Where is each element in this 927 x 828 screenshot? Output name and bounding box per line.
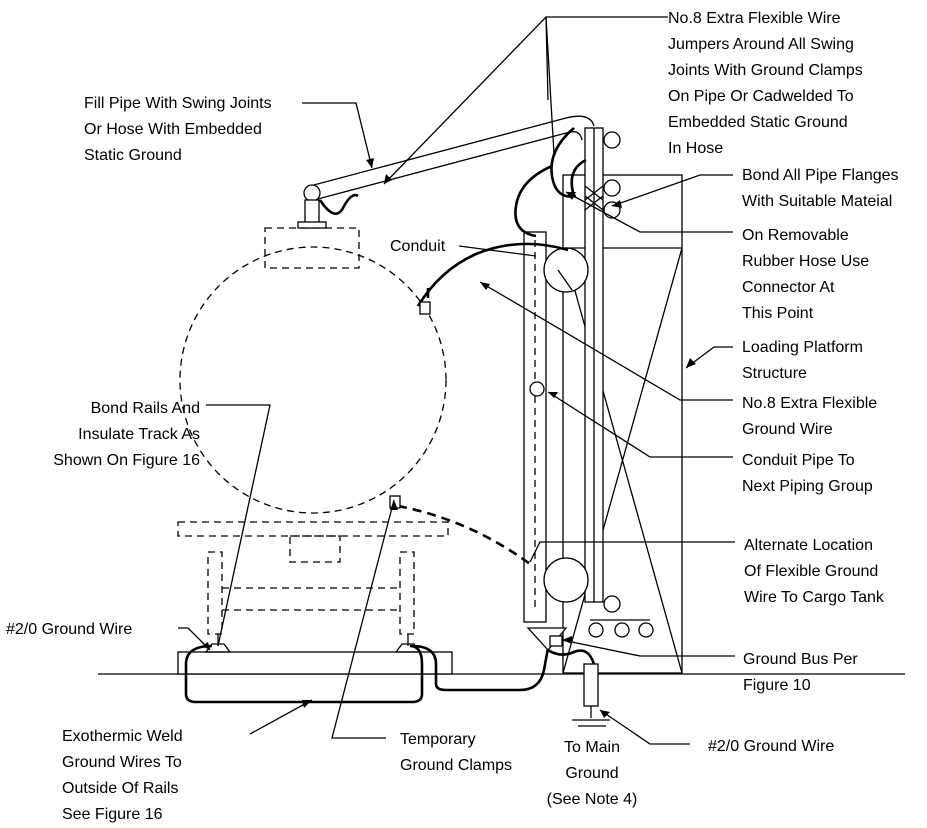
label-ground-bus: Ground Bus Per Figure 10 (743, 647, 858, 699)
label-line: Bond Rails And (90, 400, 200, 417)
label-line: Joints With Ground Clamps (668, 62, 863, 79)
label-line: Exothermic Weld (62, 728, 183, 745)
label-line: Or Hose With Embedded (84, 121, 262, 138)
label-line: Loading Platform (742, 339, 863, 356)
label-line: Ground Wire (742, 421, 833, 438)
label-line: On Removable (742, 227, 849, 244)
fill-pipe (297, 115, 654, 638)
label-fill-pipe: Fill Pipe With Swing Joints Or Hose With… (84, 91, 272, 169)
label-line: Jumpers Around All Swing (668, 36, 854, 53)
alternate-flexible-wire (389, 495, 531, 566)
label-temporary-clamps: Temporary Ground Clamps (400, 727, 512, 779)
label-line: Figure 10 (743, 677, 811, 694)
label-line: Temporary (400, 731, 476, 748)
label-line: Bond All Pipe Flanges (742, 167, 899, 184)
ground-surface (98, 651, 905, 675)
label-line: No.8 Extra Flexible Wire (668, 10, 841, 27)
label-conduit: Conduit (390, 234, 445, 260)
label-line: With Suitable Mateial (742, 193, 893, 210)
label-line: Insulate Track As (78, 426, 200, 443)
label-line: In Hose (668, 140, 724, 157)
label-line: On Pipe Or Cadwelded To (668, 88, 854, 105)
label-line: Next Piping Group (742, 478, 873, 495)
label-line: Ground Clamps (400, 757, 513, 774)
label-loading-platform: Loading Platform Structure (742, 335, 863, 387)
label-line: Embedded Static Ground (668, 114, 848, 131)
cargo-tank (177, 227, 449, 563)
label-line: Ground (565, 765, 619, 782)
loading-platform (562, 174, 683, 674)
label-line: Connector At (742, 279, 835, 296)
rail-car-truck (204, 551, 422, 653)
label-line: Conduit Pipe To (742, 452, 855, 469)
label-line: #2/0 Ground Wire (708, 738, 835, 755)
label-line: Wire To Cargo Tank (744, 589, 884, 606)
label-line: To Main (563, 739, 621, 756)
label-exothermic-weld: Exothermic Weld Ground Wires To Outside … (62, 724, 183, 828)
label-bond-flanges: Bond All Pipe Flanges With Suitable Mate… (742, 163, 899, 215)
label-line: Of Flexible Ground (744, 563, 879, 580)
label-line: (See Note 4) (546, 791, 638, 808)
label-line: Static Ground (84, 147, 182, 164)
label-line: Ground Wires To (62, 754, 182, 771)
label-flexible-wire: No.8 Extra Flexible Ground Wire (742, 391, 877, 443)
ground-bus-assembly (526, 627, 599, 718)
label-main-ground: To Main Ground (See Note 4) (532, 735, 652, 813)
vertical-conduit-pipe (523, 231, 547, 623)
jumper-wires (318, 127, 587, 238)
label-bond-rails: Bond Rails And Insulate Track As Shown O… (18, 396, 200, 474)
label-line: Rubber Hose Use (742, 253, 870, 270)
label-ground-wire-left: #2/0 Ground Wire (6, 617, 132, 643)
label-line: Alternate Location (744, 537, 873, 554)
label-line: Fill Pipe With Swing Joints (84, 95, 272, 112)
label-line: Structure (742, 365, 807, 382)
label-conduit-pipe: Conduit Pipe To Next Piping Group (742, 448, 873, 500)
leader-lines (178, 16, 735, 745)
label-removable-hose: On Removable Rubber Hose Use Connector A… (742, 223, 869, 327)
arrowheads (202, 158, 696, 718)
label-line: #2/0 Ground Wire (6, 621, 133, 638)
label-line: This Point (742, 305, 814, 322)
label-line: No.8 Extra Flexible (742, 395, 878, 412)
label-ground-wire-right: #2/0 Ground Wire (708, 734, 834, 760)
label-line: Shown On Figure 16 (53, 452, 200, 469)
label-line: See Figure 16 (62, 806, 163, 823)
flexible-ground-wire (416, 242, 569, 315)
label-line: Outside Of Rails (62, 780, 179, 797)
label-alternate-location: Alternate Location Of Flexible Ground Wi… (744, 533, 884, 611)
label-line: Ground Bus Per (743, 651, 858, 668)
label-line: Conduit (390, 238, 446, 255)
label-jumpers: No.8 Extra Flexible Wire Jumpers Around … (668, 6, 863, 162)
